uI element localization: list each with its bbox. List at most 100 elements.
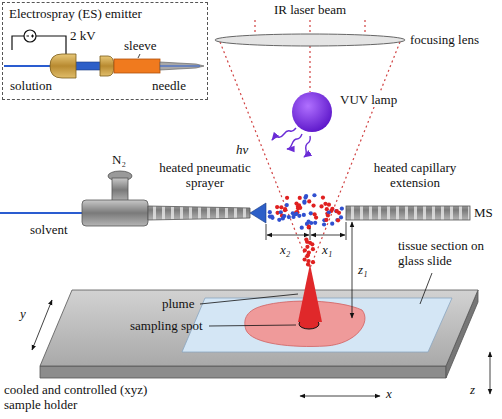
dimension-tick [310,228,311,240]
droplet [291,215,295,219]
photon-wave [287,134,302,149]
droplet [302,199,306,203]
droplet [275,205,279,209]
leader-line [420,273,432,304]
beam-line [220,42,310,268]
part-label: x₁ [322,242,332,257]
droplet [285,203,289,207]
dimension-tick [266,224,267,240]
droplet [270,216,274,220]
droplet [307,199,311,203]
photon-wave [304,136,310,157]
droplet [319,204,323,208]
droplet [322,222,326,226]
droplet [294,212,298,216]
droplet [303,248,307,252]
droplet [268,210,272,214]
droplet [283,208,287,212]
part-label: needle [152,78,186,93]
droplet [305,254,309,258]
pneumatic-sprayer [0,171,266,226]
dimension-tick [346,222,347,240]
solvent-line [0,212,84,214]
part-label: MS [474,205,493,220]
capillary-extension [346,206,470,220]
droplet [336,218,340,222]
plus-mark [31,36,34,37]
focusing-lens [215,34,405,46]
dimension-arrow [352,222,353,318]
axis-arrow [490,352,491,394]
droplet [310,242,314,246]
axis-arrow [32,300,52,350]
droplet [327,203,331,207]
wire [36,36,66,54]
part-label: solution [10,78,52,93]
holder-front [40,366,446,378]
part-label: heated capillary extension [360,160,470,190]
droplet [285,196,289,200]
droplet [306,262,310,266]
dimension-arrow [311,235,345,236]
axis-arrow [300,396,380,397]
part-label: x [386,386,392,401]
part-label: VUV lamp [338,92,399,107]
part-label: sleeve [124,38,156,53]
spray-cone [250,203,266,223]
beam-line [310,42,400,268]
fitting-cap [50,54,76,78]
beam-line [254,20,255,35]
plume-cone [298,264,322,322]
part-label: IR laser beam [274,2,346,17]
part-label: 2 kV [70,28,96,43]
droplet [305,245,309,249]
part-label: tissue section on glass slide [398,238,494,268]
droplet [309,211,313,215]
droplet [311,203,315,207]
needle-part [160,62,204,70]
part-label: hν [236,142,248,157]
part-label: focusing lens [410,32,479,47]
part-label: solvent [30,222,68,237]
droplet [334,209,338,213]
sprayer-tube [148,206,250,220]
part-label: x₂ [280,242,290,257]
droplet [335,209,339,213]
part-label: y [20,306,26,321]
beam-line [309,46,310,92]
solution-line [4,65,52,67]
part-label: heated pneumatic sprayer [149,160,261,190]
part-label: N₂ [112,152,126,167]
droplet [297,203,301,207]
droplet [313,212,317,216]
photon-waves [272,128,310,157]
photon-wave [272,128,296,140]
dimension-arrow [267,235,309,236]
droplet [330,207,334,211]
fitting-cap [100,56,114,76]
part-label: z [470,382,475,397]
voltage-source [24,30,36,42]
solution-line [160,65,200,66]
droplet [303,257,307,261]
beam-line [309,20,310,34]
droplet [277,218,281,222]
inset-title: Electrospray (ES) emitter [3,3,142,21]
droplet [298,196,302,200]
droplet [306,220,310,224]
droplet [302,213,306,217]
plus-mark [32,35,33,38]
droplet [312,193,316,197]
leader-line [138,54,140,58]
droplet [335,218,339,222]
droplet [321,195,325,199]
part-label: z₁ [358,262,368,277]
leader-line [200,294,298,304]
droplet [324,218,328,222]
vuv-lamp [292,92,332,132]
leader-line [209,325,296,326]
droplet [287,215,291,219]
droplet [311,247,315,251]
